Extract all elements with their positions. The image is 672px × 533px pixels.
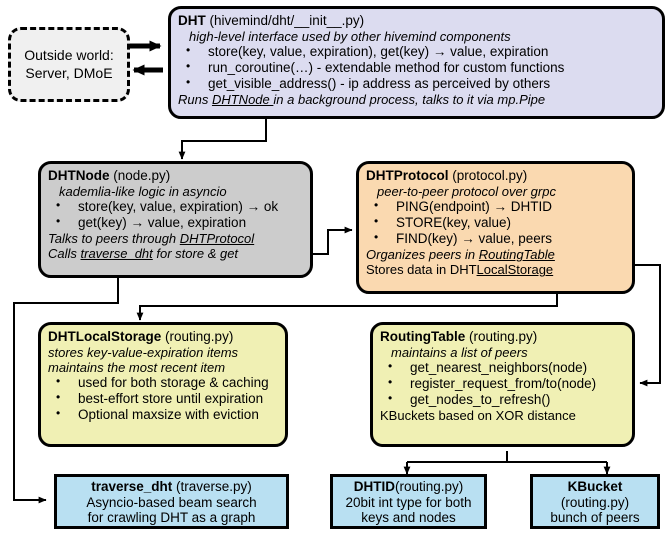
outside-world-line2: Server, DMoE xyxy=(25,64,113,81)
dhtnode-bullet-list: store(key, value, expiration) → ok get(k… xyxy=(48,198,304,231)
dhtprotocol-footer1: Organizes peers in RoutingTable xyxy=(366,247,626,262)
dhtprotocol-link-localstorage[interactable]: LocalStorage xyxy=(476,262,554,278)
node-dhtprotocol[interactable]: DHTProtocol (protocol.py) peer-to-peer p… xyxy=(356,161,635,294)
routingtable-bullet-0: get_nearest_neighbors(node) xyxy=(380,359,626,376)
dht-bullet-list: store(key, value, expiration), get(key) … xyxy=(178,43,656,93)
dhtnode-class-name: DHTNode xyxy=(48,168,110,183)
dhtprotocol-bullet-2: FIND(key) → value, peers xyxy=(366,230,626,247)
dhtid-line3: keys and nodes xyxy=(361,510,456,526)
dht-bullet-0: store(key, value, expiration), get(key) … xyxy=(178,43,656,60)
connector-dhtprotocol-to-localstorage xyxy=(136,293,558,321)
dhtnode-bullet-1: get(key) → value, expiration xyxy=(48,214,304,231)
localstorage-title: DHTLocalStorage (routing.py) xyxy=(48,329,279,345)
dhtnode-file: (node.py) xyxy=(109,168,171,183)
dhtnode-footer1: Talks to peers through DHTProtocol xyxy=(48,231,304,246)
traverse-file: (traverse.py) xyxy=(172,479,252,494)
routingtable-bullet-2: get_nodes_to_refresh() xyxy=(380,391,626,408)
kbucket-line3: bunch of peers xyxy=(550,510,640,526)
node-routingtable[interactable]: RoutingTable (routing.py) maintains a li… xyxy=(370,322,635,447)
dhtprotocol-file: (protocol.py) xyxy=(448,168,528,183)
kbucket-file: (routing.py) xyxy=(560,494,630,510)
connector-dhtnode-to-dhtprotocol xyxy=(310,226,353,259)
traverse-line2: Asyncio-based beam search xyxy=(86,494,257,510)
localstorage-class-name: DHTLocalStorage xyxy=(48,329,162,344)
node-dhtlocalstorage[interactable]: DHTLocalStorage (routing.py) stores key-… xyxy=(38,322,288,447)
dht-footer-post: in a background process, talks to it via… xyxy=(273,92,546,108)
dhtid-class-name: DHTID xyxy=(353,479,395,494)
localstorage-subtitle1: stores key-value-expiration items xyxy=(48,344,239,360)
kbucket-title: KBucket xyxy=(537,479,653,495)
dht-footer-pre: Runs xyxy=(178,92,212,108)
dhtprotocol-bullet-0: PING(endpoint) → DHTID xyxy=(366,198,626,215)
dhtnode-footer1-pre: Talks to peers through xyxy=(48,231,180,247)
dht-bullet-1: run_coroutine(…) - extendable method for… xyxy=(178,59,656,76)
dhtprotocol-link-routingtable[interactable]: RoutingTable xyxy=(478,247,555,263)
dht-footer-link-dhtnode[interactable]: DHTNode xyxy=(211,92,274,108)
dhtnode-footer2-pre: Calls xyxy=(48,246,81,262)
routingtable-title: RoutingTable (routing.py) xyxy=(380,329,626,345)
dht-title: DHT (hivemind/dht/__init__.py) xyxy=(178,13,656,29)
node-dhtnode[interactable]: DHTNode (node.py) kademlia-like logic in… xyxy=(38,161,313,278)
traverse-title: traverse_dht (traverse.py) xyxy=(61,479,282,495)
dhtprotocol-bullet-list: PING(endpoint) → DHTID STORE(key, value)… xyxy=(366,198,626,248)
node-outside-world[interactable]: Outside world: Server, DMoE xyxy=(8,27,130,102)
dhtnode-footer2-post: for store & get xyxy=(152,246,239,262)
routingtable-bullet-list: get_nearest_neighbors(node) register_req… xyxy=(380,359,626,409)
dhtprotocol-subtitle: peer-to-peer protocol over grpc xyxy=(377,183,556,199)
routingtable-class-name: RoutingTable xyxy=(380,329,466,344)
dhtid-title: DHTID(routing.py) xyxy=(337,479,480,495)
dhtnode-bullet-0: store(key, value, expiration) → ok xyxy=(48,198,304,215)
dht-file: (hivemind/dht/__init__.py) xyxy=(205,13,365,28)
dhtnode-footer2: Calls traverse_dht for store & get xyxy=(48,246,304,261)
node-traverse-dht[interactable]: traverse_dht (traverse.py) Asyncio-based… xyxy=(54,474,289,529)
dhtid-file: (routing.py) xyxy=(394,479,464,494)
dht-class-name: DHT xyxy=(178,13,206,28)
dht-footer: Runs DHTNode in a background process, ta… xyxy=(178,92,656,107)
dhtnode-link-dhtprotocol[interactable]: DHTProtocol xyxy=(179,231,255,247)
node-dht[interactable]: DHT (hivemind/dht/__init__.py) high-leve… xyxy=(168,6,665,119)
dhtnode-link-traverse-dht[interactable]: traverse_dht xyxy=(80,246,153,262)
dht-subtitle: high-level interface used by other hivem… xyxy=(189,28,511,44)
dhtprotocol-class-name: DHTProtocol xyxy=(366,168,449,183)
localstorage-subtitle2: maintains the most recent item xyxy=(48,359,226,375)
dht-bullet-2: get_visible_address() - ip address as pe… xyxy=(178,75,656,92)
dhtnode-subtitle: kademlia-like logic in asyncio xyxy=(59,183,227,199)
localstorage-bullet-0: used for both storage & caching xyxy=(48,374,279,391)
dhtprotocol-footer1-pre: Organizes peers in xyxy=(366,247,479,263)
localstorage-bullet-list: used for both storage & caching best-eff… xyxy=(48,374,279,424)
node-kbucket[interactable]: KBucket (routing.py) bunch of peers xyxy=(530,474,660,529)
dhtprotocol-title: DHTProtocol (protocol.py) xyxy=(366,168,626,184)
outside-world-line1: Outside world: xyxy=(24,47,114,63)
routingtable-bullet-1: register_request_from/to(node) xyxy=(380,375,626,392)
traverse-line3: for crawling DHT as a graph xyxy=(87,510,256,526)
localstorage-file: (routing.py) xyxy=(161,329,234,344)
connector-routingtable-to-leaves xyxy=(403,451,611,475)
localstorage-bullet-2: Optional maxsize with eviction xyxy=(48,406,279,423)
connector-dht-to-dhtnode xyxy=(178,118,267,160)
kbucket-class-name: KBucket xyxy=(567,479,623,494)
dhtprotocol-bullet-1: STORE(key, value) xyxy=(366,214,626,231)
node-dhtid[interactable]: DHTID(routing.py) 20bit int type for bot… xyxy=(330,474,487,529)
routingtable-footer: KBuckets based on XOR distance xyxy=(380,408,576,424)
traverse-fn-name: traverse_dht xyxy=(91,479,173,494)
localstorage-bullet-1: best-effort store until expiration xyxy=(48,390,279,407)
routingtable-file: (routing.py) xyxy=(465,329,538,344)
dhtprotocol-footer2-pre: Stores data in DHT xyxy=(366,262,477,278)
dhtnode-title: DHTNode (node.py) xyxy=(48,168,304,184)
dhtprotocol-footer2: Stores data in DHTLocalStorage xyxy=(366,262,626,277)
routingtable-subtitle: maintains a list of peers xyxy=(391,344,528,360)
dhtid-line2: 20bit int type for both xyxy=(345,494,472,510)
